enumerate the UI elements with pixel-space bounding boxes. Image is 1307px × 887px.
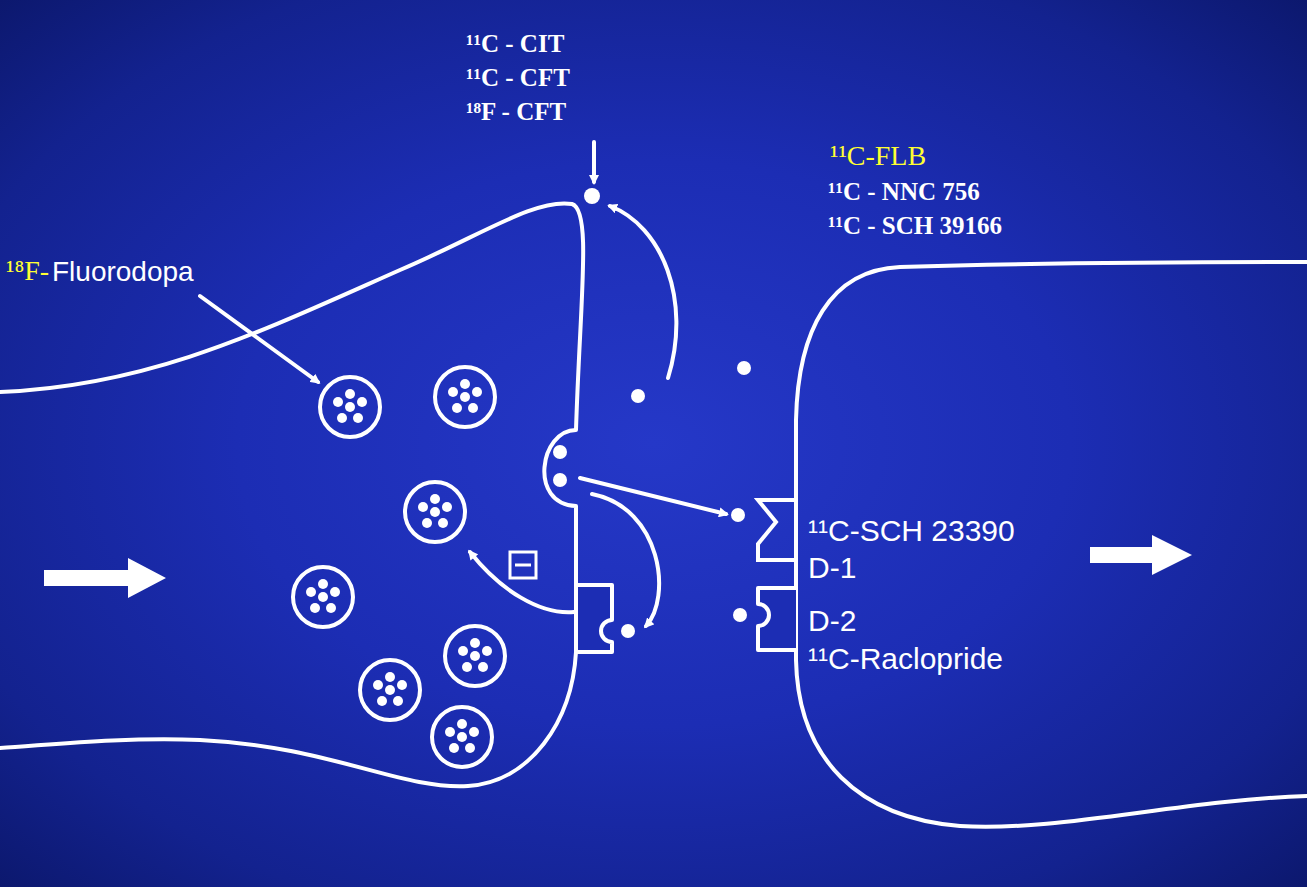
vesicle-dopamine <box>310 603 320 613</box>
receptor-label: D-1 <box>808 551 856 586</box>
feedback-arrow <box>470 552 574 612</box>
vesicle-dopamine <box>385 672 395 682</box>
vesicles <box>293 367 505 767</box>
vesicle-dopamine <box>418 502 428 512</box>
flow-arrow <box>44 558 166 598</box>
tracer-label: ¹¹C-Raclopride <box>808 642 1003 677</box>
vesicle-dopamine <box>460 379 470 389</box>
postsynaptic-membrane <box>796 262 1307 827</box>
vesicle-dopamine <box>373 680 383 690</box>
d2-receptor <box>758 588 796 650</box>
vesicle-dopamine <box>353 413 363 423</box>
vesicle <box>293 567 353 627</box>
vesicle-dopamine <box>306 587 316 597</box>
vesicle-dopamine <box>377 696 387 706</box>
vesicle-dopamine <box>468 403 478 413</box>
vesicle-dopamine <box>318 579 328 589</box>
tracer-arrow <box>592 142 596 182</box>
inhibition-symbol <box>510 552 536 578</box>
tracer-arrow <box>200 296 318 382</box>
receptor-label: D-2 <box>808 604 856 639</box>
vesicle-dopamine <box>393 696 403 706</box>
vesicle-dopamine <box>333 397 343 407</box>
vesicle-dopamine <box>460 392 470 402</box>
vesicle-dopamine <box>462 662 472 672</box>
vesicle-dopamine <box>448 387 458 397</box>
vesicle-dopamine <box>470 651 480 661</box>
vesicle-dopamine <box>469 727 479 737</box>
vesicle-dopamine <box>442 502 452 512</box>
vesicle-dopamine <box>449 743 459 753</box>
vesicle-dopamine <box>472 387 482 397</box>
tracer-label: ¹¹C - SCH 39166 <box>828 212 1002 241</box>
vesicle <box>405 482 465 542</box>
tracer-label: Fluorodopa <box>52 256 194 288</box>
vesicle-dopamine <box>478 662 488 672</box>
vesicle-dopamine <box>457 719 467 729</box>
vesicle-dopamine <box>397 680 407 690</box>
vesicle-dopamine <box>430 507 440 517</box>
vesicle-dopamine <box>438 518 448 528</box>
vesicle-dopamine <box>345 402 355 412</box>
vesicle <box>432 707 492 767</box>
tracer-label: ¹⁸F - CFT <box>466 98 566 127</box>
vesicle-dopamine <box>326 603 336 613</box>
vesicle-dopamine <box>357 397 367 407</box>
vesicle-dopamine <box>337 413 347 423</box>
flow-arrow <box>1090 535 1192 575</box>
tracer-label: ¹¹C-FLB <box>830 140 926 172</box>
vesicle-dopamine <box>457 732 467 742</box>
vesicle <box>445 626 505 686</box>
vesicle-dopamine <box>445 727 455 737</box>
vesicle <box>320 377 380 437</box>
tracer-label: ¹¹C - CFT <box>466 64 570 93</box>
tracer-label: ¹¹C - NNC 756 <box>828 178 980 207</box>
vesicle-dopamine <box>345 389 355 399</box>
presynaptic-membrane <box>0 203 583 786</box>
tracer-label: ¹¹C - CIT <box>466 30 564 59</box>
tracer-label: ¹⁸F- <box>6 255 49 287</box>
tracer-label: ¹¹C-SCH 23390 <box>808 514 1015 549</box>
vesicle-dopamine <box>482 646 492 656</box>
vesicle <box>435 367 495 427</box>
dopamine-dots <box>553 188 751 638</box>
autoreceptor <box>576 585 612 652</box>
vesicle-dopamine <box>422 518 432 528</box>
vesicle-dopamine <box>318 592 328 602</box>
vesicle <box>360 660 420 720</box>
vesicle-dopamine <box>430 494 440 504</box>
vesicle-dopamine <box>465 743 475 753</box>
d1-receptor <box>758 500 796 560</box>
reuptake-arrow <box>610 206 676 378</box>
vesicle-dopamine <box>385 685 395 695</box>
vesicle-dopamine <box>452 403 462 413</box>
vesicle-dopamine <box>330 587 340 597</box>
vesicle-dopamine <box>458 646 468 656</box>
vesicle-dopamine <box>470 638 480 648</box>
